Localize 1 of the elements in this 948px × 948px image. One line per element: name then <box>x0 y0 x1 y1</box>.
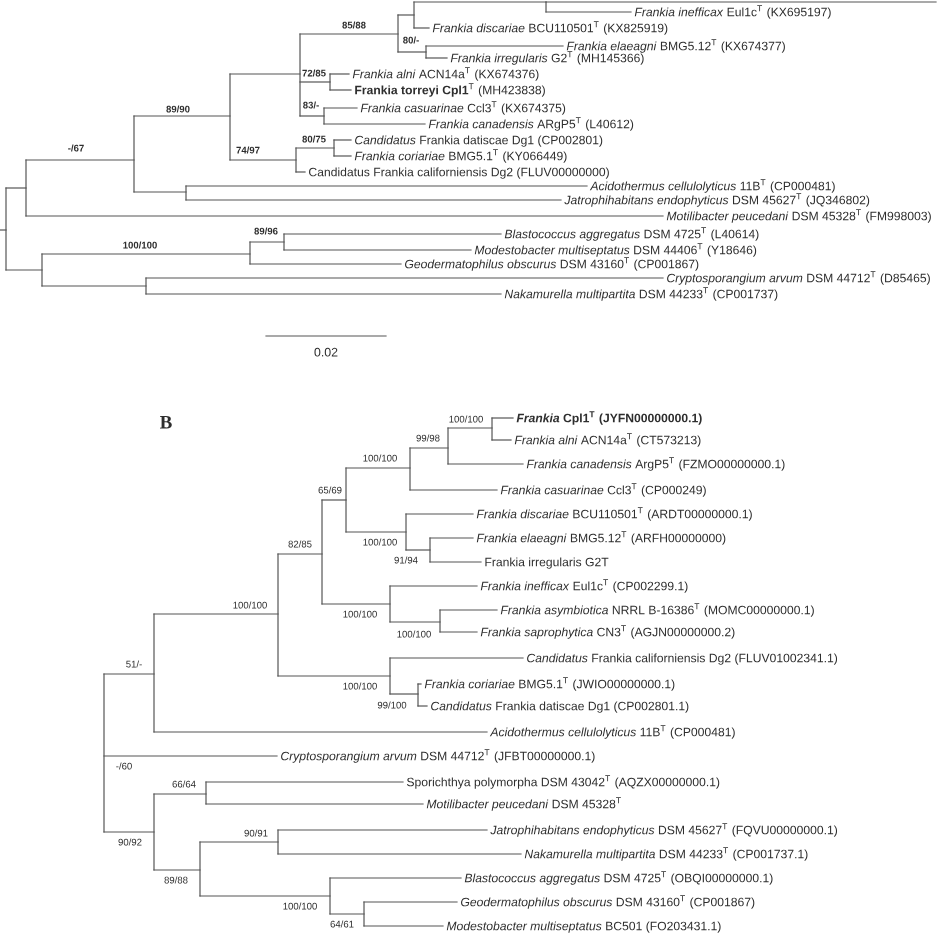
panel-letter: B <box>160 416 172 429</box>
